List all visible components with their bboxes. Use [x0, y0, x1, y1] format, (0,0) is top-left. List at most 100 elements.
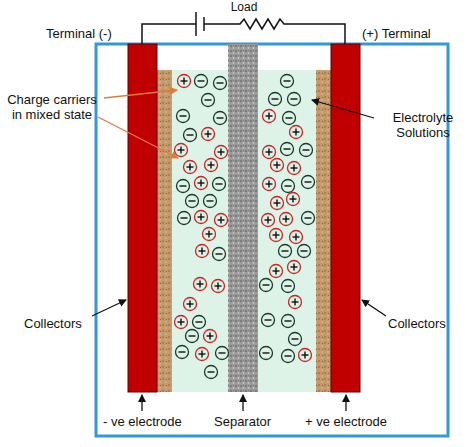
- anion: [204, 195, 217, 208]
- callout-label: Electrolyte Solutions: [376, 110, 470, 140]
- cation: [290, 231, 303, 244]
- negative-electrode: [157, 70, 172, 392]
- ion-sign: [180, 147, 181, 154]
- anion: [213, 178, 226, 191]
- ion-sign: [293, 264, 294, 271]
- anion: [186, 330, 199, 343]
- cation: [204, 330, 217, 343]
- anion: [300, 144, 313, 157]
- ion-sign: [305, 217, 312, 218]
- ion-sign: [180, 185, 187, 186]
- ion-sign: [292, 338, 299, 339]
- ion-sign: [282, 250, 289, 251]
- ion-sign: [201, 248, 202, 255]
- part-label: Separator: [214, 414, 271, 429]
- ion-sign: [217, 82, 224, 83]
- cation: [288, 261, 301, 274]
- ion-sign: [305, 181, 312, 182]
- ion-sign: [200, 214, 201, 221]
- anion: [260, 279, 273, 292]
- terminal-label: (+) Terminal: [362, 26, 431, 41]
- anion: [186, 195, 199, 208]
- ion-sign: [180, 115, 187, 116]
- cation: [287, 193, 300, 206]
- cation: [178, 75, 191, 88]
- ion-sign: [187, 134, 194, 135]
- ion-sign: [265, 319, 272, 320]
- ion-sign: [217, 283, 218, 290]
- anion: [216, 347, 229, 360]
- ion-sign: [267, 217, 268, 224]
- anion: [214, 112, 227, 125]
- ion-sign: [208, 371, 215, 372]
- part-label: + ve electrode: [305, 414, 387, 429]
- anion: [282, 180, 295, 193]
- ion-sign: [285, 285, 292, 286]
- cation: [175, 144, 188, 157]
- cation: [290, 126, 303, 139]
- ion-sign: [291, 98, 298, 99]
- ion-sign: [284, 80, 291, 81]
- ion-sign: [285, 185, 292, 186]
- ion-sign: [263, 284, 270, 285]
- ion-sign: [292, 196, 293, 203]
- anion: [178, 212, 191, 225]
- cation: [289, 296, 302, 309]
- external-circuit: [142, 12, 345, 44]
- anion: [195, 75, 208, 88]
- cation: [263, 178, 276, 191]
- anion: [281, 143, 294, 156]
- ion-sign: [181, 217, 188, 218]
- cation: [215, 146, 228, 159]
- ion-sign: [200, 180, 201, 187]
- ion-sign: [285, 320, 292, 321]
- ion-sign: [219, 352, 226, 353]
- ion-sign: [268, 181, 269, 188]
- leader-lines: [92, 90, 386, 411]
- ion-sign: [208, 231, 209, 238]
- cation: [280, 213, 293, 226]
- ion-sign: [210, 162, 211, 169]
- anion: [282, 280, 295, 293]
- ion-sign: [275, 232, 276, 239]
- cation: [212, 280, 225, 293]
- ion-sign: [207, 131, 208, 138]
- cation: [202, 128, 215, 141]
- callout-label: Charge carriers in mixed state: [2, 92, 102, 122]
- cation: [270, 229, 283, 242]
- anion: [214, 77, 227, 90]
- cation: [263, 146, 276, 159]
- ion-sign: [303, 149, 310, 150]
- part-label: Collectors: [388, 316, 446, 331]
- ion-sign: [276, 200, 277, 207]
- anion: [177, 110, 190, 123]
- anion: [298, 245, 311, 258]
- ion-sign: [216, 183, 223, 184]
- ion-group: [175, 75, 315, 379]
- ion-sign: [179, 351, 186, 352]
- ion-sign: [294, 299, 295, 306]
- ion-sign: [199, 281, 200, 288]
- ion-sign: [198, 80, 205, 81]
- cation: [184, 161, 197, 174]
- separator: [228, 44, 258, 392]
- ion-sign: [183, 78, 184, 85]
- ion-sign: [304, 352, 305, 359]
- cation: [271, 197, 284, 210]
- anion: [184, 129, 197, 142]
- cation: [299, 349, 312, 362]
- anion: [282, 350, 295, 363]
- ion-sign: [275, 268, 276, 275]
- ion-sign: [189, 335, 196, 336]
- ion-sign: [189, 200, 196, 201]
- cation: [175, 316, 188, 329]
- anion: [289, 333, 302, 346]
- terminal-label: Terminal (-): [46, 26, 112, 41]
- cation: [271, 159, 284, 172]
- ion-sign: [293, 165, 294, 172]
- ion-sign: [189, 164, 190, 171]
- ion-sign: [196, 321, 203, 322]
- ion-sign: [180, 319, 181, 326]
- cation: [288, 162, 301, 175]
